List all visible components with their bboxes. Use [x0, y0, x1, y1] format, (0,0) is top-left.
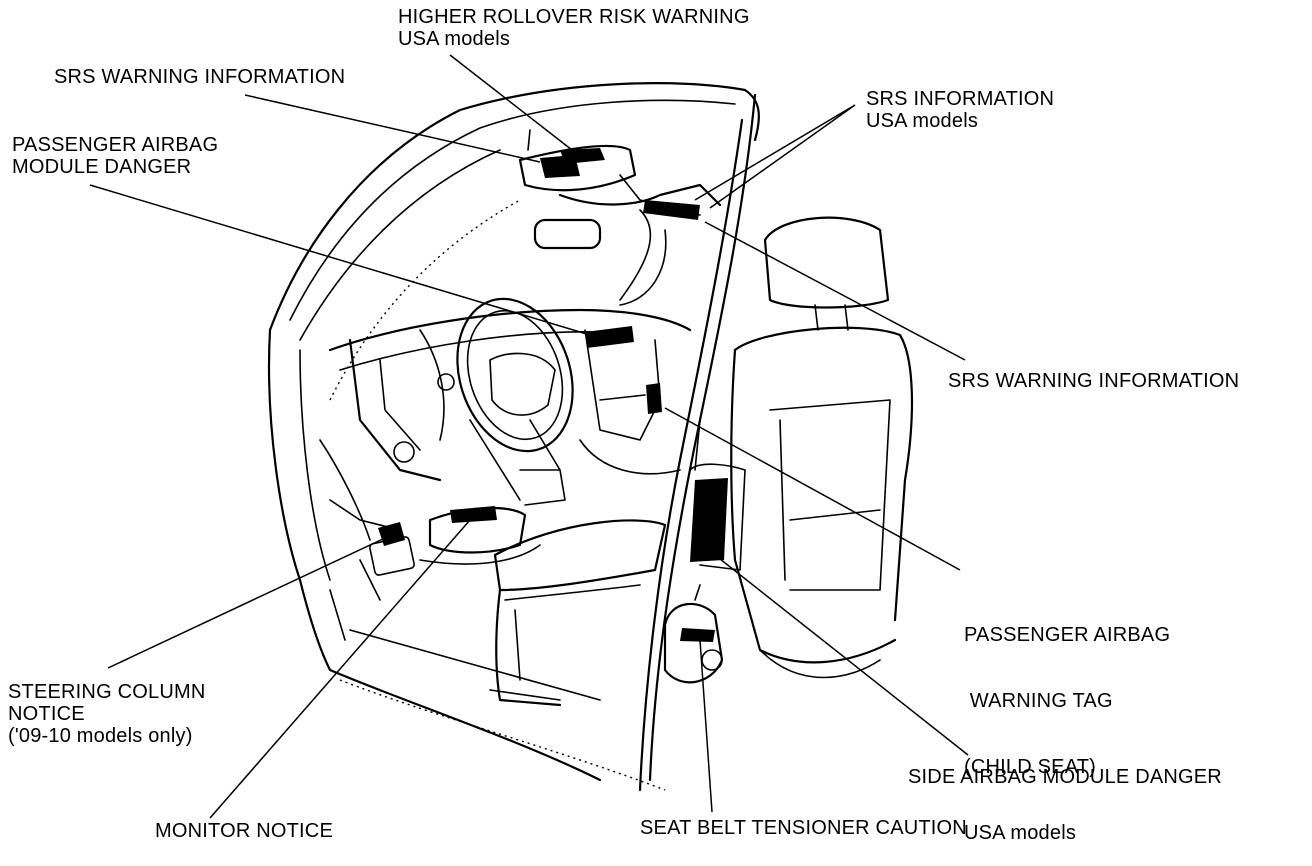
label-patch-side-airbag	[690, 478, 728, 562]
front-seat-cushion	[489, 519, 667, 707]
label-srs-warning-information-top: SRS WARNING INFORMATION	[54, 66, 346, 88]
label-passenger-airbag-module-danger: PASSENGER AIRBAG MODULE DANGER	[12, 134, 219, 178]
dashboard	[319, 308, 692, 541]
label-patch-monitor	[450, 506, 497, 523]
label-patch-srs-info	[643, 200, 700, 220]
center-console	[329, 469, 566, 641]
label-patch-steering-col	[378, 522, 405, 546]
label-seat-belt-tensioner-caution: SEAT BELT TENSIONER CAUTION	[640, 817, 967, 839]
label-steering-column-notice: STEERING COLUMN NOTICE ('09-10 models on…	[8, 681, 206, 747]
rear-seat	[689, 216, 914, 679]
door-opening-left	[267, 328, 666, 791]
door-pillar	[638, 93, 757, 792]
vehicle-interior-diagram: HIGHER ROLLOVER RISK WARNING USA models …	[8, 6, 1240, 844]
label-patches	[378, 148, 728, 642]
label-patch-passenger-airbag	[585, 326, 634, 348]
label-side-airbag-module-danger: SIDE AIRBAG MODULE DANGER	[908, 766, 1222, 788]
windshield-frame	[268, 82, 760, 401]
label-srs-information: SRS INFORMATION USA models	[866, 88, 1055, 132]
leader-lines	[89, 54, 969, 819]
interior-line-drawing	[89, 54, 969, 819]
steering-wheel	[456, 297, 574, 501]
label-higher-rollover-warning: HIGHER ROLLOVER RISK WARNING USA models	[398, 6, 750, 50]
label-patch-seat-belt	[680, 628, 715, 642]
label-patch-warning-tag	[646, 383, 662, 414]
label-srs-warning-information-right: SRS WARNING INFORMATION	[948, 370, 1240, 392]
label-passenger-airbag-warning-tag: PASSENGER AIRBAG WARNING TAG (CHILD SEAT…	[964, 624, 1171, 844]
label-patch-srs-top	[540, 155, 580, 178]
label-monitor-notice: MONITOR NOTICE	[155, 820, 333, 842]
